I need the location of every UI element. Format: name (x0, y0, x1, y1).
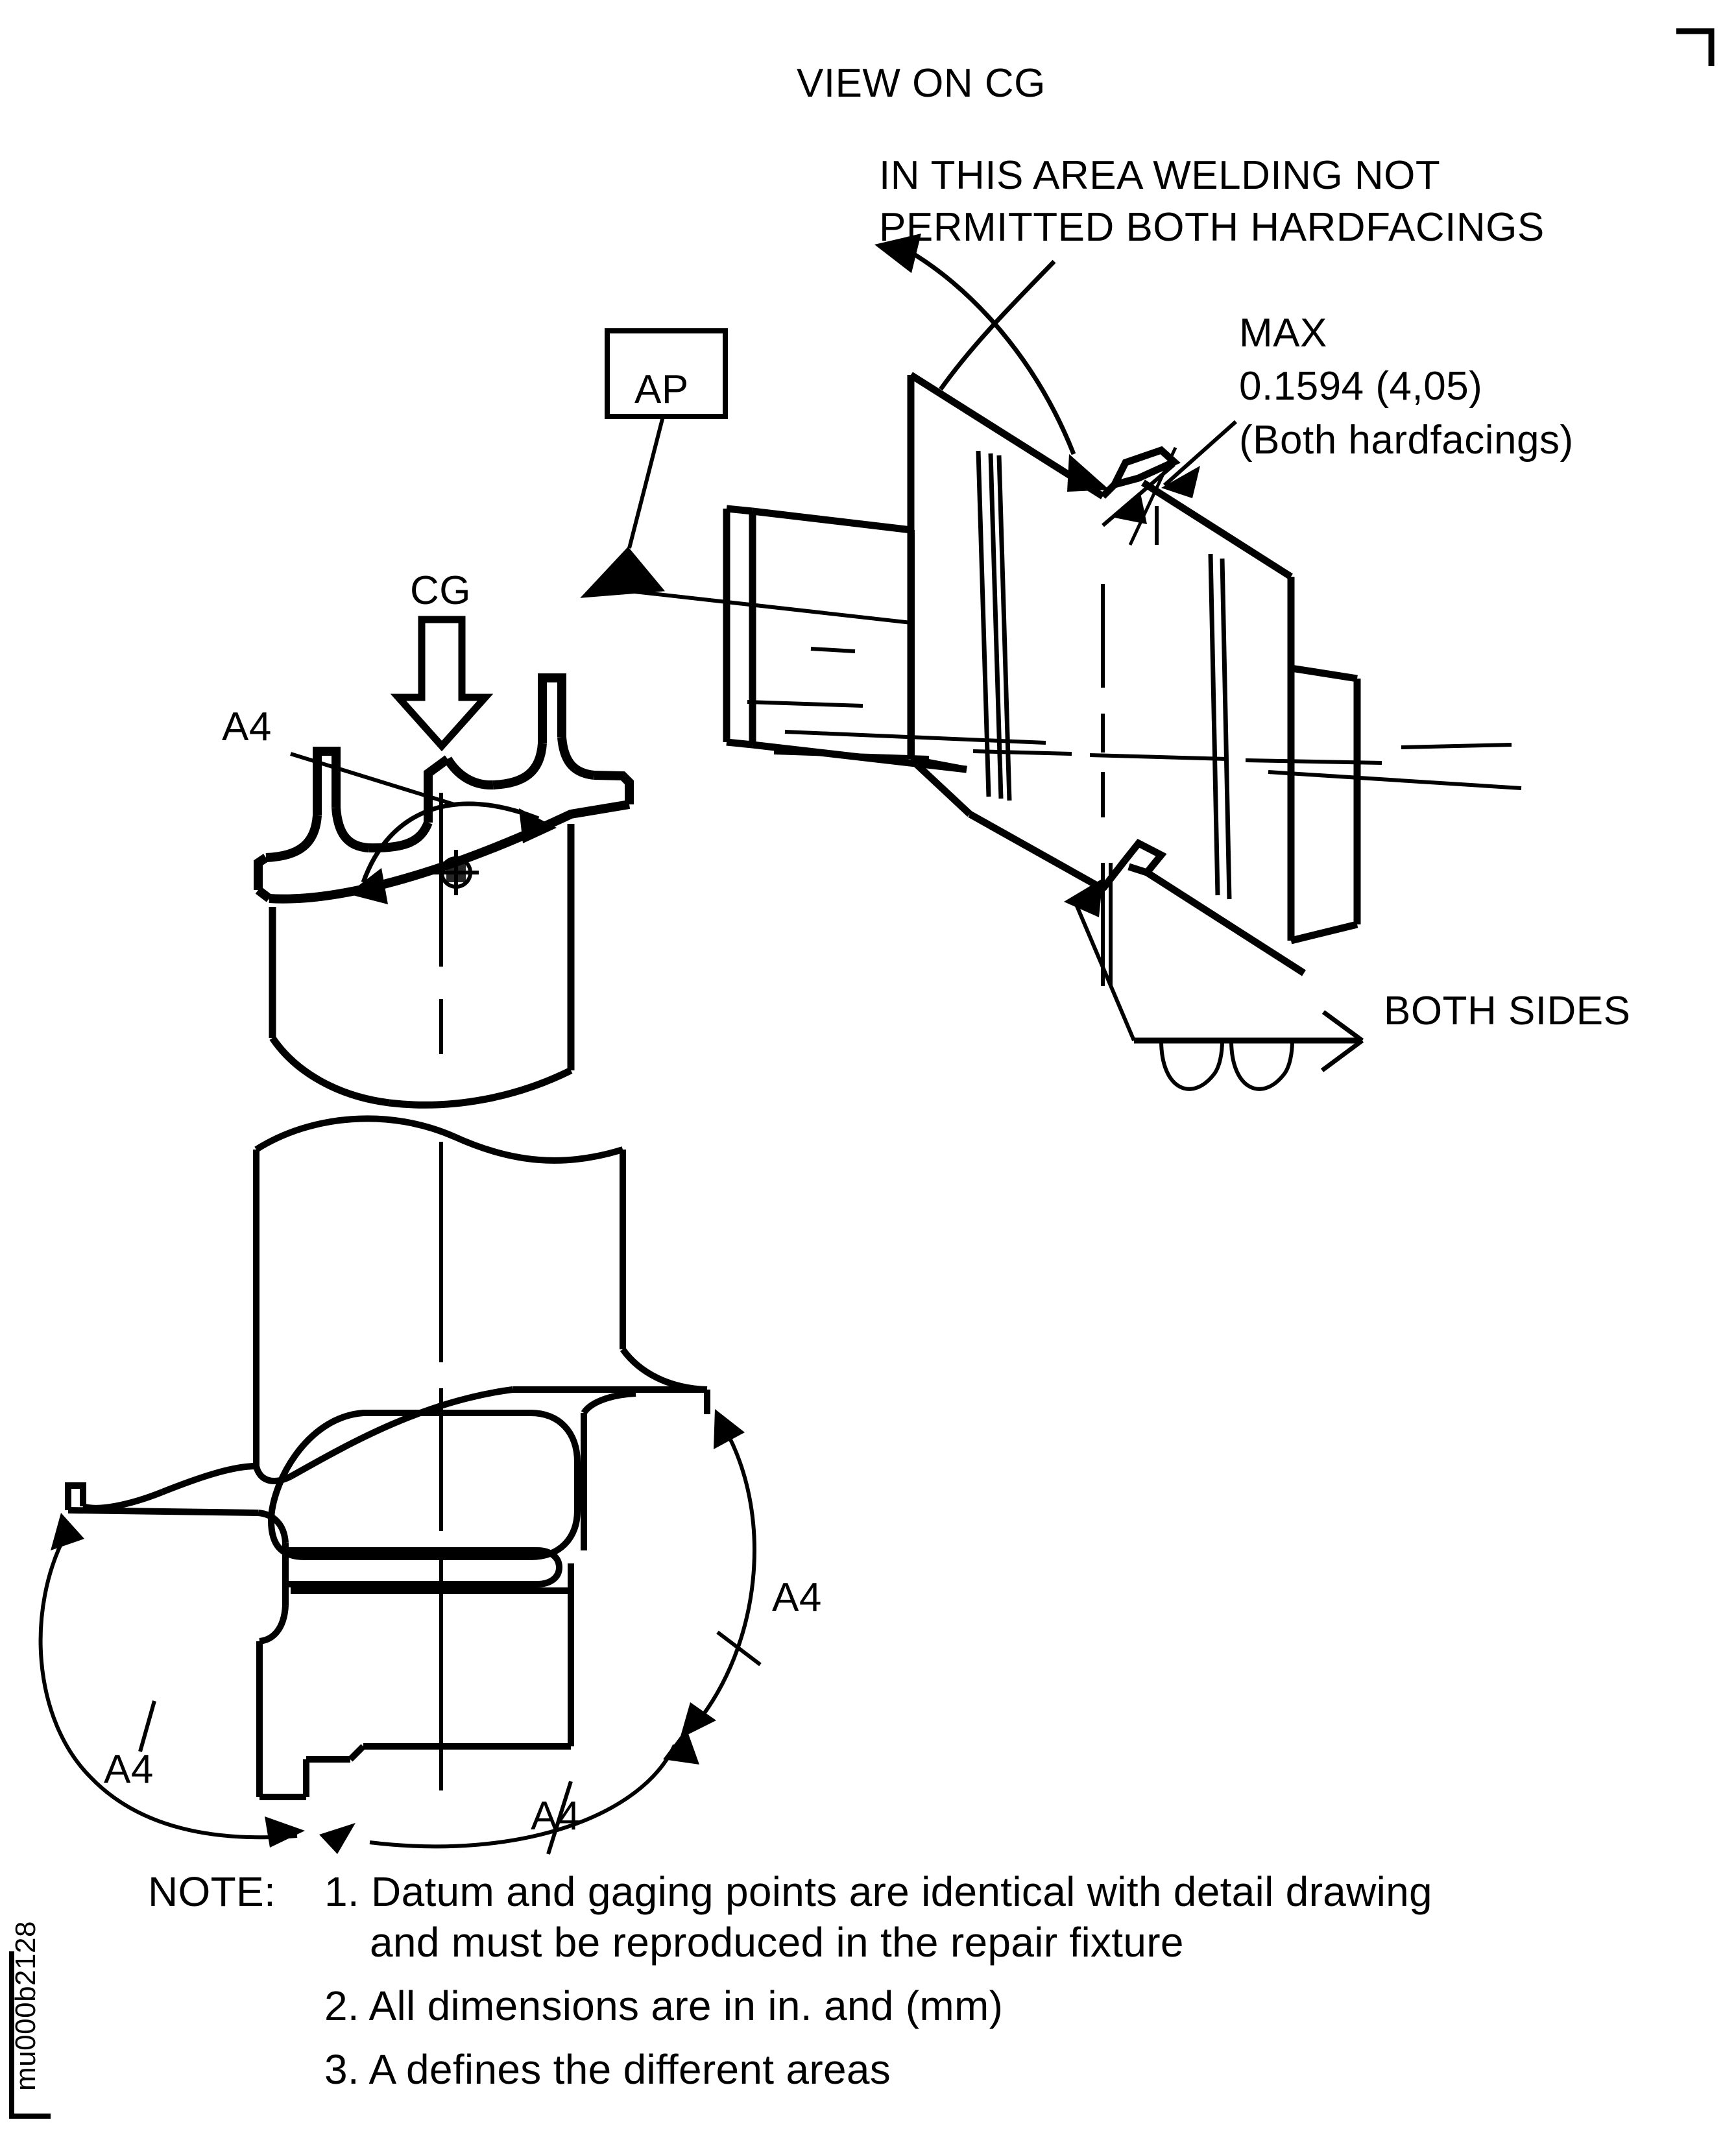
a4-tip-zone-arrow (361, 801, 540, 884)
blade-root-section-view (38, 1115, 762, 1855)
a4-zone-arrowhead-right-bottom (680, 1702, 716, 1739)
max-dimension-value: 0.1594 (4,05) (1239, 364, 1483, 409)
a4-zone-arrowhead-bottom-right (663, 1728, 699, 1765)
lower-z-notch (1122, 839, 1167, 877)
root-right-wall (581, 1390, 636, 1550)
weld-symbol-tail (1320, 1010, 1364, 1072)
weld-symbol-arrowhead (1064, 878, 1103, 917)
max-dim-leader-upper (1163, 420, 1237, 487)
blade-leading-edge (907, 375, 972, 817)
welding-note-line-2: PERMITTED BOTH HARDFACINGS (879, 205, 1545, 250)
upper-z-notch (1107, 446, 1181, 490)
corner-crop-mark (1676, 28, 1715, 66)
welding-note-arrowhead (874, 234, 921, 273)
a4-label-leader-bottom (546, 1781, 573, 1855)
a4-zone-arc-bottom (369, 1744, 677, 1849)
blade-tip-section-view (254, 673, 634, 1109)
note-3: 3. A defines the different areas (324, 2046, 891, 2093)
max-dim-extension-line (1128, 446, 1177, 546)
area-label-root-right: A4 (772, 1575, 822, 1620)
lower-shroud-edge (1145, 869, 1306, 976)
a4-zone-arrowhead-left-bottom (265, 1816, 305, 1848)
airfoil-surface-lines (976, 450, 1012, 801)
max-dimension-qualifier: (Both hardfacings) (1239, 418, 1574, 463)
view-title: VIEW ON CG (797, 61, 1046, 106)
note-1-line-2: and must be reproduced in the repair fix… (370, 1919, 1184, 1966)
axis-centre-lines (747, 647, 1522, 790)
airfoil-surface-lines-right (1208, 553, 1232, 900)
area-label-tip: A4 (222, 705, 272, 749)
notes-label: NOTE: (148, 1868, 276, 1915)
left-shroud-platform (908, 530, 967, 773)
datum-ap-label: AP (634, 367, 689, 412)
note-2: 2. All dimensions are in in. and (mm) (324, 1982, 1004, 2029)
root-left-flange (65, 1463, 259, 1516)
blade-body-profile (968, 811, 1129, 892)
max-dim-arrowhead-upper (1161, 466, 1200, 498)
a4-zone-arrowhead-right-top (714, 1409, 745, 1449)
root-platform-outline (253, 1347, 710, 1484)
a4-tip-arrowhead-right (519, 808, 557, 843)
area-label-root-left: A4 (104, 1747, 154, 1792)
a4-zone-arc-left (38, 1532, 298, 1840)
weld-symbol-note: BOTH SIDES (1384, 989, 1631, 1033)
welding-note-arrowhead-2 (1067, 454, 1109, 492)
max-dimension-label: MAX (1239, 311, 1327, 356)
a4-tip-arrowhead-left (348, 868, 388, 904)
cg-view-arrow (390, 616, 494, 752)
a4-zone-arc-right (700, 1426, 756, 1718)
upper-shroud-right-surface (1141, 479, 1295, 668)
doc-id-corner-bracket (9, 1951, 51, 2119)
welding-note-curved-leader (897, 243, 1076, 455)
ap-datum-box (605, 328, 728, 419)
a4-tip-label-leader (290, 752, 455, 806)
a4-zone-arrowhead-left-top (51, 1513, 84, 1550)
a4-label-leader-right (716, 1630, 762, 1667)
welding-note-line-1: IN THIS AREA WELDING NOT (879, 153, 1441, 198)
right-shroud-plate (1287, 664, 1361, 945)
left-shroud-plate (723, 505, 967, 773)
document-id: mu000b2128 (10, 1921, 42, 2091)
root-cored-pocket (267, 1410, 581, 1560)
weld-symbol-arrow-line (1074, 902, 1136, 1042)
max-dim-arrowhead-lower (1111, 493, 1147, 524)
tip-section-blade-body (269, 824, 575, 1109)
weld-symbol-fillet-arcs (1159, 1040, 1294, 1091)
ap-datum-target-triangle (580, 546, 665, 598)
root-central-slot (285, 1547, 563, 1587)
isometric-blade-view (723, 372, 1522, 986)
root-stem-outline (253, 1115, 626, 1466)
tip-section-outline (254, 673, 634, 904)
a4-zone-arrowhead-bottom-left (319, 1823, 356, 1854)
area-label-root-bottom: A4 (531, 1794, 581, 1838)
view-direction-cg-label: CG (410, 568, 471, 613)
note-1-line-1: 1. Datum and gaging points are identical… (324, 1868, 1432, 1915)
ap-datum-reference-line (622, 588, 912, 625)
weld-symbol (1064, 878, 1364, 1091)
a4-label-leader-left (138, 1700, 156, 1752)
ap-datum-leader (627, 416, 665, 549)
